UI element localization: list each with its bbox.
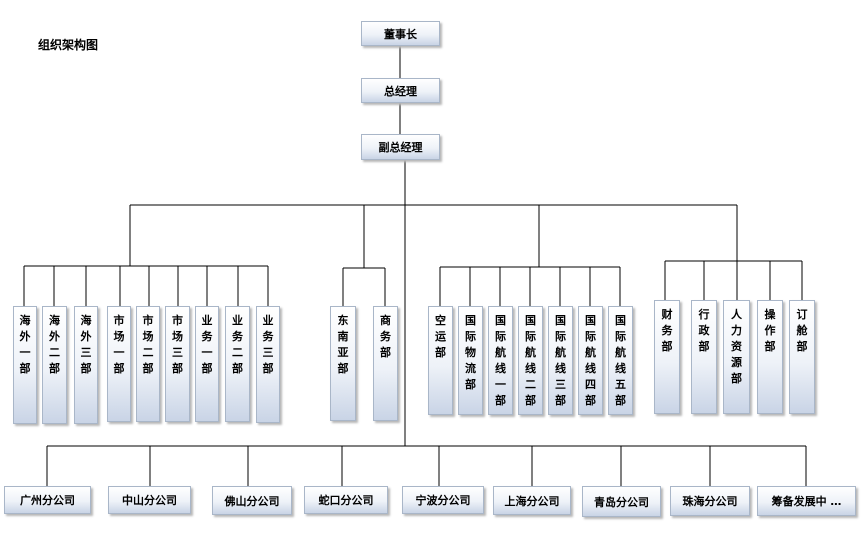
dept-box: 人力资源部 bbox=[723, 300, 750, 414]
dept-box: 国际物流部 bbox=[458, 306, 483, 415]
branch-box: 蛇口分公司 bbox=[304, 486, 388, 514]
dept-box: 市场一部 bbox=[107, 306, 131, 422]
dept-box: 海外三部 bbox=[74, 306, 98, 424]
dept-box: 操作部 bbox=[757, 300, 783, 414]
dept-box: 国际航线三部 bbox=[548, 306, 573, 415]
branch-box: 广州分公司 bbox=[4, 486, 91, 514]
box-deputy-general-manager: 副总经理 bbox=[361, 134, 440, 160]
dept-box: 海外二部 bbox=[42, 306, 67, 424]
chart-title: 组织架构图 bbox=[38, 38, 99, 52]
branch-box: 珠海分公司 bbox=[670, 486, 750, 516]
dept-box: 东南亚部 bbox=[330, 306, 356, 421]
dept-box: 市场三部 bbox=[165, 306, 190, 422]
box-general-manager: 总经理 bbox=[361, 78, 440, 103]
dept-box: 业务二部 bbox=[225, 306, 250, 422]
dept-box: 海外一部 bbox=[13, 306, 37, 424]
branch-box: 青岛分公司 bbox=[582, 486, 661, 517]
branch-box: 上海分公司 bbox=[493, 486, 571, 515]
branch-box: 宁波分公司 bbox=[402, 486, 484, 514]
dept-box: 国际航线五部 bbox=[608, 306, 633, 415]
dept-box: 业务三部 bbox=[256, 306, 280, 423]
branch-box: 筹备发展中 … bbox=[757, 486, 856, 516]
dept-box: 商务部 bbox=[373, 306, 398, 421]
dept-box: 订舱部 bbox=[789, 300, 815, 414]
dept-box: 国际航线二部 bbox=[518, 306, 543, 415]
dept-box: 国际航线一部 bbox=[488, 306, 513, 415]
branch-box: 佛山分公司 bbox=[212, 486, 292, 515]
branch-box: 中山分公司 bbox=[108, 486, 191, 514]
dept-box: 业务一部 bbox=[195, 306, 219, 422]
dept-box: 行政部 bbox=[691, 300, 717, 414]
box-chairman: 董事长 bbox=[361, 21, 440, 46]
dept-box: 国际航线四部 bbox=[578, 306, 603, 415]
dept-box: 财务部 bbox=[654, 300, 680, 414]
dept-box: 市场二部 bbox=[136, 306, 160, 422]
dept-box: 空运部 bbox=[428, 306, 453, 415]
